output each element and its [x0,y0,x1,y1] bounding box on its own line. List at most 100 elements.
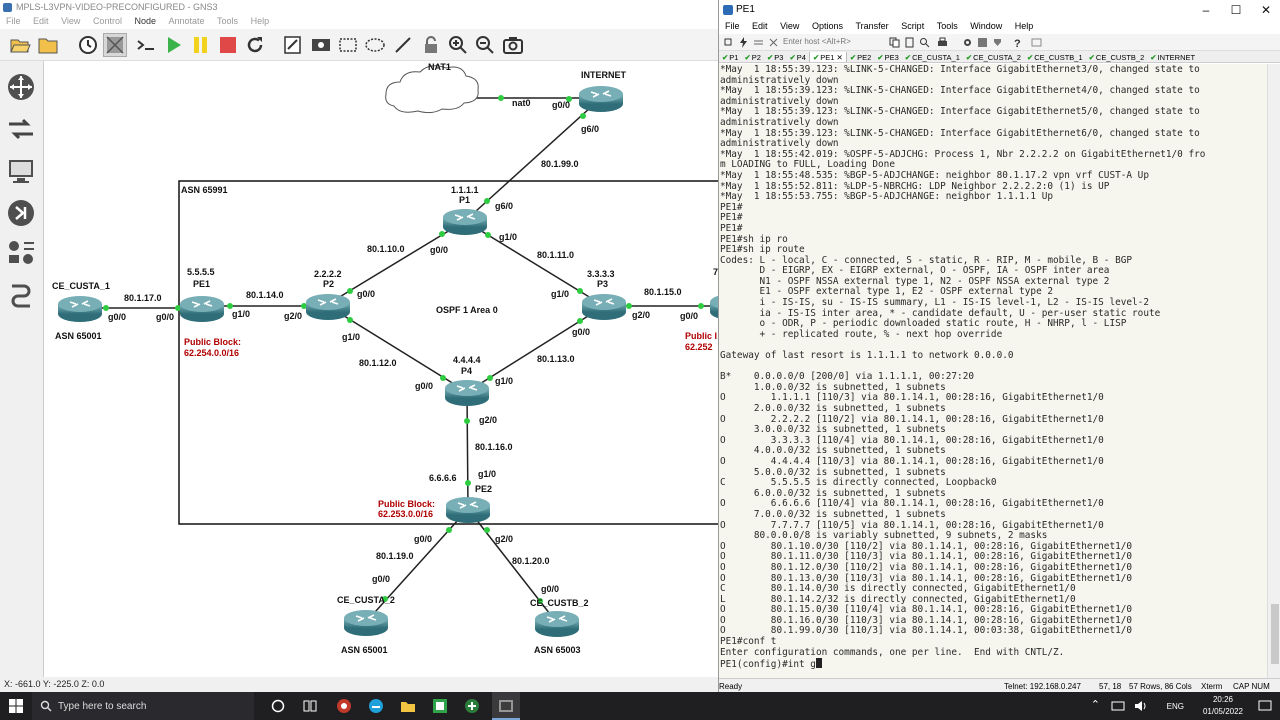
term-menu-options[interactable]: Options [811,21,843,31]
node-p4-label[interactable]: P4 [461,366,473,376]
tab-pe1[interactable]: ✔PE1 ✕ [808,52,847,62]
tab-p4[interactable]: ✔P4 [789,53,806,62]
node-ce-custa-1-label[interactable]: CE_CUSTA_1 [52,281,110,291]
line-icon[interactable] [391,33,415,57]
clock-time[interactable]: 20:26 [1212,695,1234,704]
taskbar-search[interactable]: Type here to search [32,692,254,720]
menu-file[interactable]: File [6,16,21,26]
settings-icon[interactable] [962,37,973,48]
pause-icon[interactable] [189,33,213,57]
language-indicator[interactable]: ENG [1166,702,1184,711]
tab-pe3[interactable]: ✔PE3 [877,53,899,62]
global-options-icon[interactable] [977,37,988,48]
tab-ce-custb-1[interactable]: ✔CE_CUSTB_1 [1026,53,1083,62]
tab-ce-custa-2[interactable]: ✔CE_CUSTA_2 [965,53,1021,62]
term-menu-transfer[interactable]: Transfer [855,21,889,31]
connect-icon[interactable] [723,37,734,48]
menu-control[interactable]: Control [92,16,122,26]
node-nat1-label[interactable]: NAT1 [428,62,451,72]
folder-icon[interactable] [36,33,60,57]
find-icon[interactable] [919,37,930,48]
menu-edit[interactable]: Edit [33,16,49,26]
copy-icon[interactable] [889,37,900,48]
term-menu-window[interactable]: Window [970,21,1003,31]
volume-icon[interactable] [1134,700,1148,712]
term-menu-file[interactable]: File [725,21,740,31]
terminal-screen[interactable]: *May 1 18:55:39.123: %LINK-5-CHANGED: In… [719,64,1267,678]
zoom-in-icon[interactable] [446,33,470,57]
disconnect-icon[interactable] [768,37,779,48]
node-p3-label[interactable]: P3 [597,279,609,289]
menu-tools[interactable]: Tools [217,16,239,26]
securecrt-taskbar-icon[interactable] [498,698,514,714]
cortana-icon[interactable] [270,698,286,714]
node-p2-label[interactable]: P2 [323,279,335,289]
zoom-out-icon[interactable] [473,33,497,57]
maximize-button[interactable]: ☐ [1230,3,1242,17]
gns3-taskbar-icon[interactable] [464,698,480,714]
tab-ce-custa-1[interactable]: ✔CE_CUSTA_1 [904,53,960,62]
tray-up-arrow-icon[interactable]: ⌃ [1090,699,1100,711]
picture-icon[interactable] [309,33,333,57]
file-explorer-icon[interactable] [400,698,416,714]
menu-annotate[interactable]: Annotate [168,16,205,26]
reload-icon[interactable] [243,33,267,57]
node-pe2-label[interactable]: PE2 [475,484,493,494]
paste-icon[interactable] [904,37,915,48]
clock-icon[interactable] [76,33,100,57]
add-link-icon[interactable] [5,279,37,311]
clock-date[interactable]: 01/05/2022 [1202,707,1244,716]
node-pe1-label[interactable]: PE1 [193,279,211,289]
keymap-icon[interactable] [1031,37,1042,48]
tab-pe2[interactable]: ✔PE2 [849,53,872,62]
scrollbar-thumb[interactable] [1271,604,1279,664]
app-green-icon[interactable] [432,698,448,714]
term-menu-script[interactable]: Script [901,21,925,31]
routers-icon[interactable] [5,71,37,103]
term-menu-view[interactable]: View [780,21,800,31]
notifications-icon[interactable] [1258,700,1272,712]
minimize-button[interactable]: – [1202,3,1210,17]
tab-close-icon[interactable]: ✕ [836,53,843,62]
rectangle-icon[interactable] [336,33,360,57]
switches-icon[interactable] [5,113,37,145]
sftp-icon[interactable] [992,37,1003,48]
lock-icon[interactable] [419,33,443,57]
screenshot-icon[interactable] [501,33,525,57]
help-icon[interactable]: ? [1012,37,1023,48]
topology-canvas[interactable]: ASN 65991 OSPF 1 Area 0 NAT1 INTERNET 1.… [43,61,718,677]
end-devices-icon[interactable] [5,155,37,187]
menu-node[interactable]: Node [134,16,156,26]
ellipse-icon[interactable] [363,33,387,57]
windows-start-icon[interactable] [8,698,24,714]
app-red-icon[interactable] [336,698,352,714]
tab-p2[interactable]: ✔P2 [744,53,761,62]
security-devices-icon[interactable] [5,197,37,229]
node-ce-custa-2-label[interactable]: CE_CUSTA_2 [337,595,395,605]
tab-ce-custb-2[interactable]: ✔CE_CUSTB_2 [1088,53,1145,62]
menu-help[interactable]: Help [250,16,270,26]
open-folder-icon[interactable] [8,33,32,57]
edge-icon[interactable] [368,698,384,714]
tab-internet[interactable]: ✔INTERNET [1150,53,1196,62]
tab-p3[interactable]: ✔P3 [766,53,784,62]
console-icon[interactable] [134,33,158,57]
reconnect-icon[interactable] [753,37,764,48]
tab-p1[interactable]: ✔P1 [722,53,739,62]
all-devices-icon[interactable] [5,237,37,269]
term-menu-help[interactable]: Help [1014,21,1034,31]
play-icon[interactable] [162,33,186,57]
node-p1-label[interactable]: P1 [459,195,471,205]
node-ce-custb-2-label[interactable]: CE_CUSTB_2 [530,598,589,608]
stop-icon[interactable] [216,33,240,57]
node-internet-label[interactable]: INTERNET [581,70,626,80]
grid-icon[interactable] [103,33,127,57]
term-menu-tools[interactable]: Tools [936,21,958,31]
quick-connect-icon[interactable] [738,37,749,48]
menu-view[interactable]: View [61,16,81,26]
term-menu-edit[interactable]: Edit [752,21,768,31]
network-icon[interactable] [1111,700,1125,712]
edit-note-icon[interactable] [281,33,305,57]
print-icon[interactable] [937,37,948,48]
task-view-icon[interactable] [302,698,318,714]
